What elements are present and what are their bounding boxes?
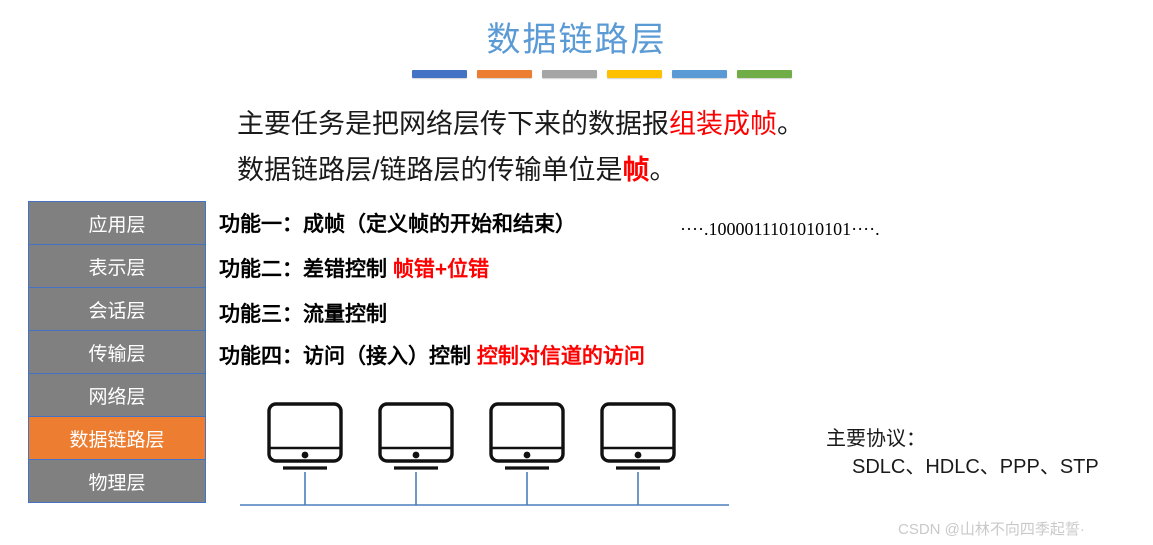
osi-layer-label: 传输层 [88,343,146,365]
monitor-icon [489,402,565,505]
intro-line-2: 数据链路层/链路层的传输单位是帧。 [237,153,677,187]
monitor-icon [378,402,454,505]
function-item-4-highlight: 控制对信道的访问 [476,345,645,368]
intro-line-1-text: 主要任务是把网络层传下来的数据报 [237,109,669,139]
function-item-2-label: 功能二：差错控制 [219,258,393,281]
function-item-2-highlight: 帧错+位错 [392,258,490,281]
osi-layer-presentation[interactable]: 表示层 [28,244,206,288]
osi-layer-application[interactable]: 应用层 [28,201,206,245]
monitor-icon [267,402,343,505]
protocols-heading: 主要协议： [826,428,926,450]
network-bus-diagram [237,390,737,515]
function-item-4: 功能四：访问（接入）控制 控制对信道的访问 [219,344,645,370]
protocols-list: SDLC、HDLC、PPP、STP [852,456,1099,478]
osi-layer-stack: 应用层 表示层 会话层 传输层 网络层 数据链路层 物理层 [28,201,206,503]
accent-bar-lblue [672,70,727,78]
osi-layer-session[interactable]: 会话层 [28,287,206,331]
osi-layer-transport[interactable]: 传输层 [28,330,206,374]
osi-layer-label: 表示层 [88,257,146,279]
intro-line-2-highlight: 帧 [622,155,650,185]
osi-layer-label: 会话层 [88,300,146,322]
osi-layer-label: 数据链路层 [69,429,165,451]
protocols-block: 主要协议： SDLC、HDLC、PPP、STP [826,425,1099,481]
monitor-icon [600,402,676,505]
osi-layer-label: 网络层 [88,386,146,408]
function-item-2: 功能二：差错控制 帧错+位错 [219,257,489,283]
intro-line-2-text: 数据链路层/链路层的传输单位是 [237,155,623,185]
page-title: 数据链路层 [486,21,667,59]
osi-layer-label: 应用层 [88,214,146,236]
osi-layer-network[interactable]: 网络层 [28,373,206,417]
intro-line-1-highlight: 组装成帧 [669,109,777,139]
osi-layer-label: 物理层 [88,472,146,494]
intro-line-2-punct: 。 [649,155,677,185]
function-item-1-label: 功能一：成帧（定义帧的开始和结束） [219,213,576,236]
function-item-3-label: 功能三：流量控制 [219,303,387,326]
osi-layer-data-link[interactable]: 数据链路层 [28,416,206,460]
function-item-4-label: 功能四：访问（接入）控制 [219,345,477,368]
accent-bar-blue [412,70,467,78]
osi-layer-physical[interactable]: 物理层 [28,459,206,503]
binary-frame-sample: ····.1000011101010101····. [680,219,880,239]
accent-bar-orange [477,70,532,78]
accent-bar-gray [542,70,597,78]
accent-bar-yellow [607,70,662,78]
watermark: CSDN @山林不向四季起誓· [898,521,1085,538]
accent-bar-green [737,70,792,78]
title-accent-bars [412,70,792,78]
function-item-3: 功能三：流量控制 [219,302,387,328]
function-item-1: 功能一：成帧（定义帧的开始和结束） [219,212,576,238]
intro-line-1-punct: 。 [777,109,804,139]
intro-line-1: 主要任务是把网络层传下来的数据报组装成帧。 [237,107,804,141]
